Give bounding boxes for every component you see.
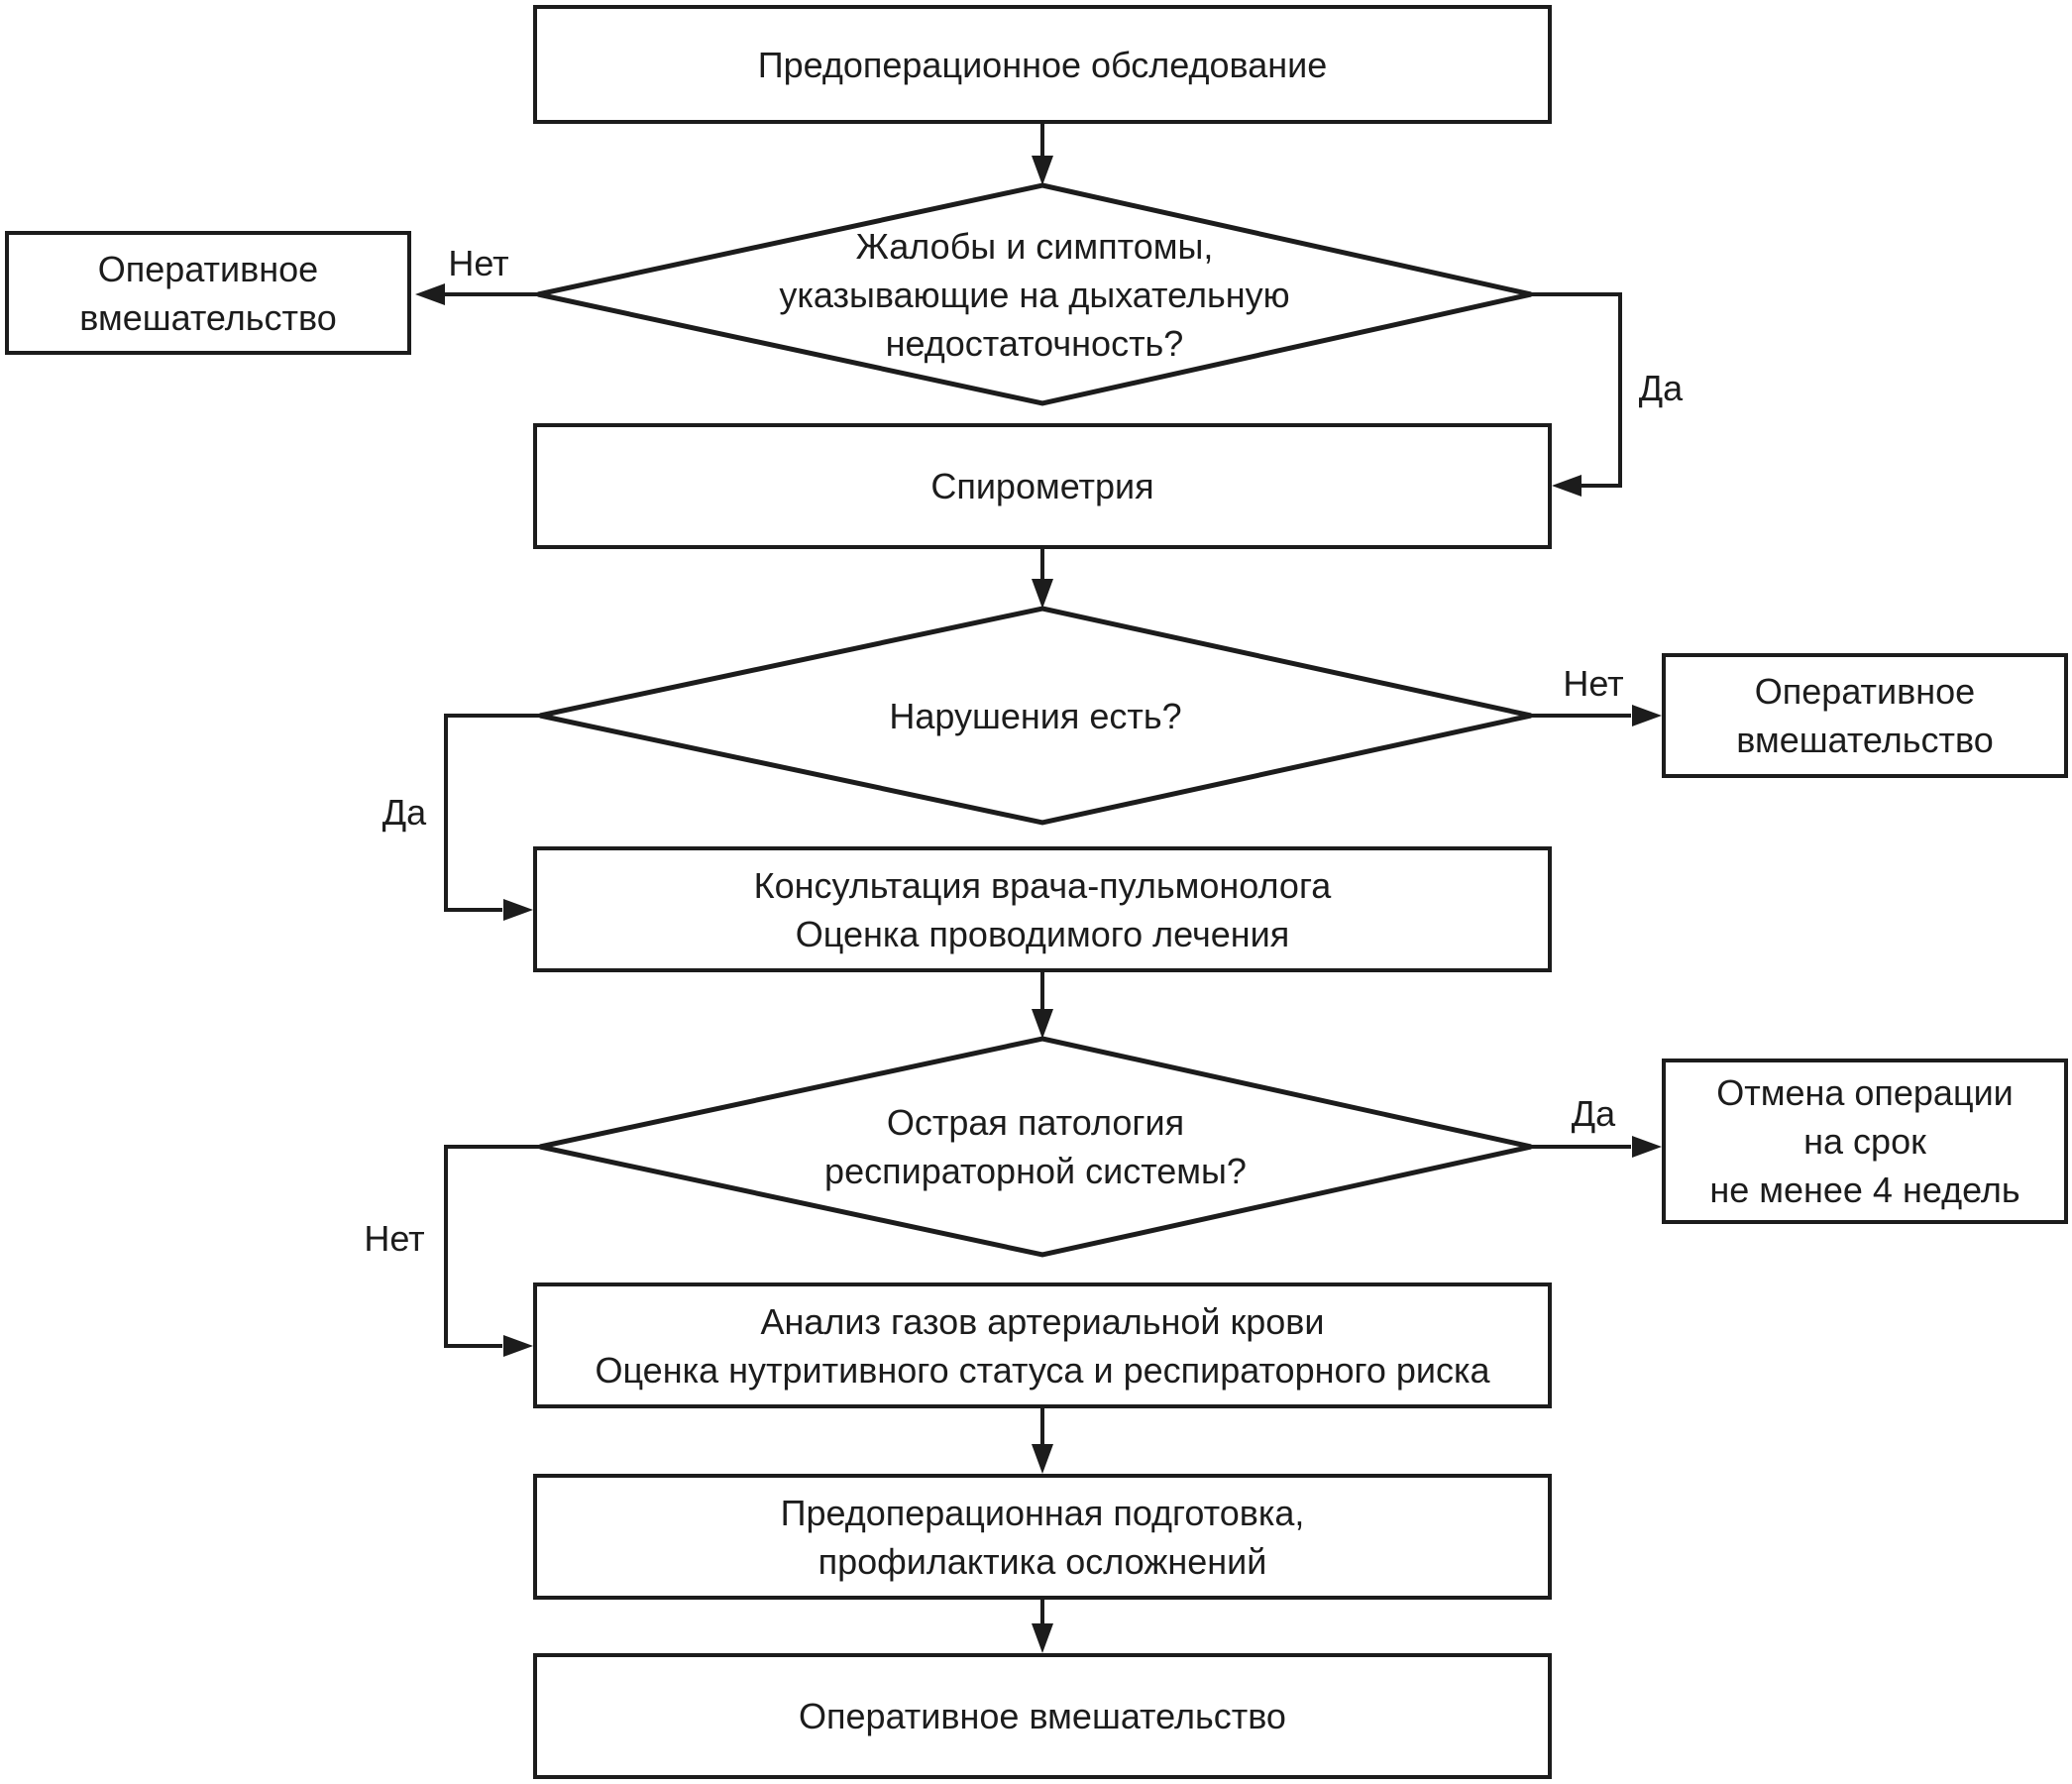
- decision-disorders-diamond: [539, 606, 1532, 826]
- arrowhead-d3-cancel: [1632, 1136, 1662, 1158]
- node-prep: Предоперационная подготовка, профилактик…: [533, 1474, 1552, 1600]
- node-spirometry: Спирометрия: [533, 423, 1552, 549]
- arrowhead-d2-consult: [503, 899, 533, 921]
- arrowhead-prep-surgery-final: [1032, 1623, 1053, 1653]
- edge-label-d1-yes: Да: [1638, 368, 1684, 408]
- node-cancel-line: не менее 4 недель: [1709, 1170, 2020, 1210]
- node-surgery-left-line: вмешательство: [79, 296, 337, 338]
- arrowhead-preop-d1: [1032, 156, 1053, 185]
- node-analysis-line: Оценка нутритивного статуса и респиратор…: [595, 1349, 1490, 1391]
- node-surgery-right-line: Оперативное: [1754, 671, 1976, 712]
- node-consult-line: Консультация врача-пульмонолога: [753, 864, 1332, 906]
- node-preop: Предоперационное обследование: [533, 5, 1552, 124]
- decision-acute-pathology-diamond: [539, 1036, 1532, 1258]
- node-surgery-right-line: вмешательство: [1736, 720, 1994, 760]
- node-consult: Консультация врача-пульмонолога Оценка п…: [533, 846, 1552, 972]
- arrowhead-d3-analysis: [503, 1335, 533, 1357]
- edge-label-d1-no: Нет: [448, 243, 509, 283]
- edge-d3-analysis: [444, 1145, 540, 1348]
- edge-label-d2-yes: Да: [382, 792, 427, 833]
- arrowhead-d2-surgery-right: [1632, 705, 1662, 726]
- decision-symptoms-diamond: [537, 182, 1532, 406]
- node-consult-line: Оценка проводимого лечения: [795, 913, 1290, 954]
- edge-d1-spirometry: [1531, 292, 1622, 488]
- edge-label-d3-no: Нет: [364, 1218, 425, 1259]
- node-prep-line: Предоперационная подготовка,: [780, 1492, 1305, 1533]
- node-cancel: Отмена операции на срок не менее 4 недел…: [1662, 1059, 2068, 1224]
- node-analysis-line: Анализ газов артериальной крови: [760, 1300, 1325, 1342]
- node-surgery-left-line: Оперативное: [97, 248, 319, 289]
- arrowhead-consult-d3: [1032, 1009, 1053, 1039]
- arrowhead-analysis-prep: [1032, 1444, 1053, 1474]
- node-preop-line: Предоперационное обследование: [757, 44, 1328, 85]
- node-cancel-line: Отмена операции: [1716, 1072, 2014, 1113]
- edge-label-d2-no: Нет: [1563, 663, 1624, 704]
- edge-label-d3-yes: Да: [1571, 1093, 1616, 1134]
- arrowhead-d1-spirometry: [1552, 475, 1581, 497]
- node-prep-line: профилактика осложнений: [818, 1540, 1267, 1582]
- node-surgery-left: Оперативное вмешательство: [5, 231, 411, 355]
- arrowhead-d1-surgery-left: [415, 283, 445, 305]
- node-spirometry-line: Спирометрия: [930, 466, 1154, 506]
- node-surgery-final-line: Оперативное вмешательство: [799, 1696, 1286, 1736]
- node-surgery-right: Оперативное вмешательство: [1662, 653, 2068, 778]
- arrowhead-spirometry-d2: [1032, 579, 1053, 609]
- node-analysis: Анализ газов артериальной крови Оценка н…: [533, 1282, 1552, 1408]
- node-cancel-line: на срок: [1803, 1121, 1926, 1162]
- node-surgery-final: Оперативное вмешательство: [533, 1653, 1552, 1779]
- edge-d2-consult: [444, 714, 540, 912]
